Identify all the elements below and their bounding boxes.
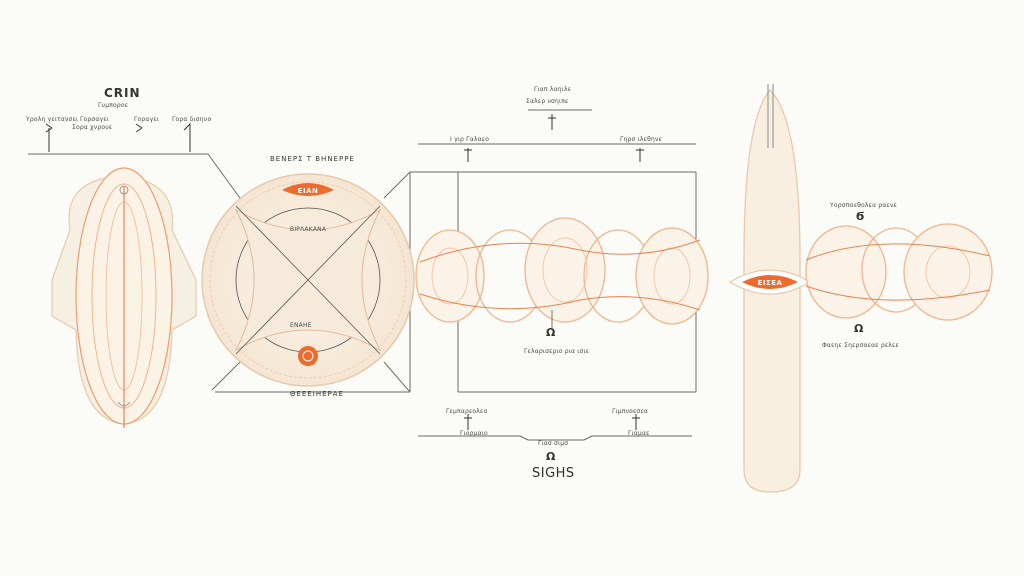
bottom-left-1: Γεμπαρεολεα [446,408,488,415]
ring-bottom-title: ΘΕΕΕΙΗΕΡΑΕ [290,390,344,398]
bottom-right-2: Γιαμαε [628,430,650,437]
center-mid-right: Γηρσ ιλεθηνε [620,136,662,143]
marker-glyphs [45,114,644,430]
ring-pill-top-text: ΕΙΑΝ [298,187,319,195]
center-mid-left: Ι γιρ Γαλαεο [450,136,490,143]
left-caption-1: Υρολη γειτανσει [26,116,79,123]
sighs-title: SIGHS [532,466,575,481]
center-top-1: Γιαπ λαηιλε [534,86,572,93]
ring-lower-label: ΕΝΑΗΕ [290,322,312,329]
ring-top-title: ΒΕΝΕΡΣ Τ ΒΗΝΕΡΡΕ [270,155,355,163]
connector-lines [28,109,697,441]
ring-upper-label: ΒΙΡΛΑΚΑΝΑ [290,226,327,233]
right-top-label: Υορσπαεθολεα ραενε [830,202,897,209]
bottom-mid: Γιασ σιμσ [538,440,569,447]
top-sub-label: Γυμποροε [98,102,129,109]
left-caption-2: Γορσαγει [80,116,110,123]
sighs-symbol: Ω [546,450,556,463]
left-capsule-figure [51,167,197,428]
right-bottom-label: Φαεηε Σηερσαεαε ρελεε [822,342,899,349]
bottom-right-1: Γιμπνοεσεα [612,408,649,415]
vertical-pill-figure [728,84,812,493]
central-ring [201,173,415,387]
right-top-symbol: Ϭ [856,210,865,223]
crin-title: CRIN [104,86,141,100]
center-link-chain [415,217,709,330]
center-symbol: Ω [546,326,556,339]
center-top-2: Σαλερ νσηιπε [526,98,569,105]
right-pill-text: ΕΙΣΕΑ [758,279,783,287]
left-caption-3: Γοραγει [134,116,160,123]
center-caption: Γελαρισεριο ρια ισιε [524,348,590,355]
left-caption-4: Γορα δισηυο [172,116,212,123]
right-bottom-symbol: Ω [854,322,864,335]
right-link-chain [805,223,993,321]
bottom-left-2: Γιορμαιο [460,430,488,437]
left-caption-5: Σορα χνρουε [72,124,113,131]
